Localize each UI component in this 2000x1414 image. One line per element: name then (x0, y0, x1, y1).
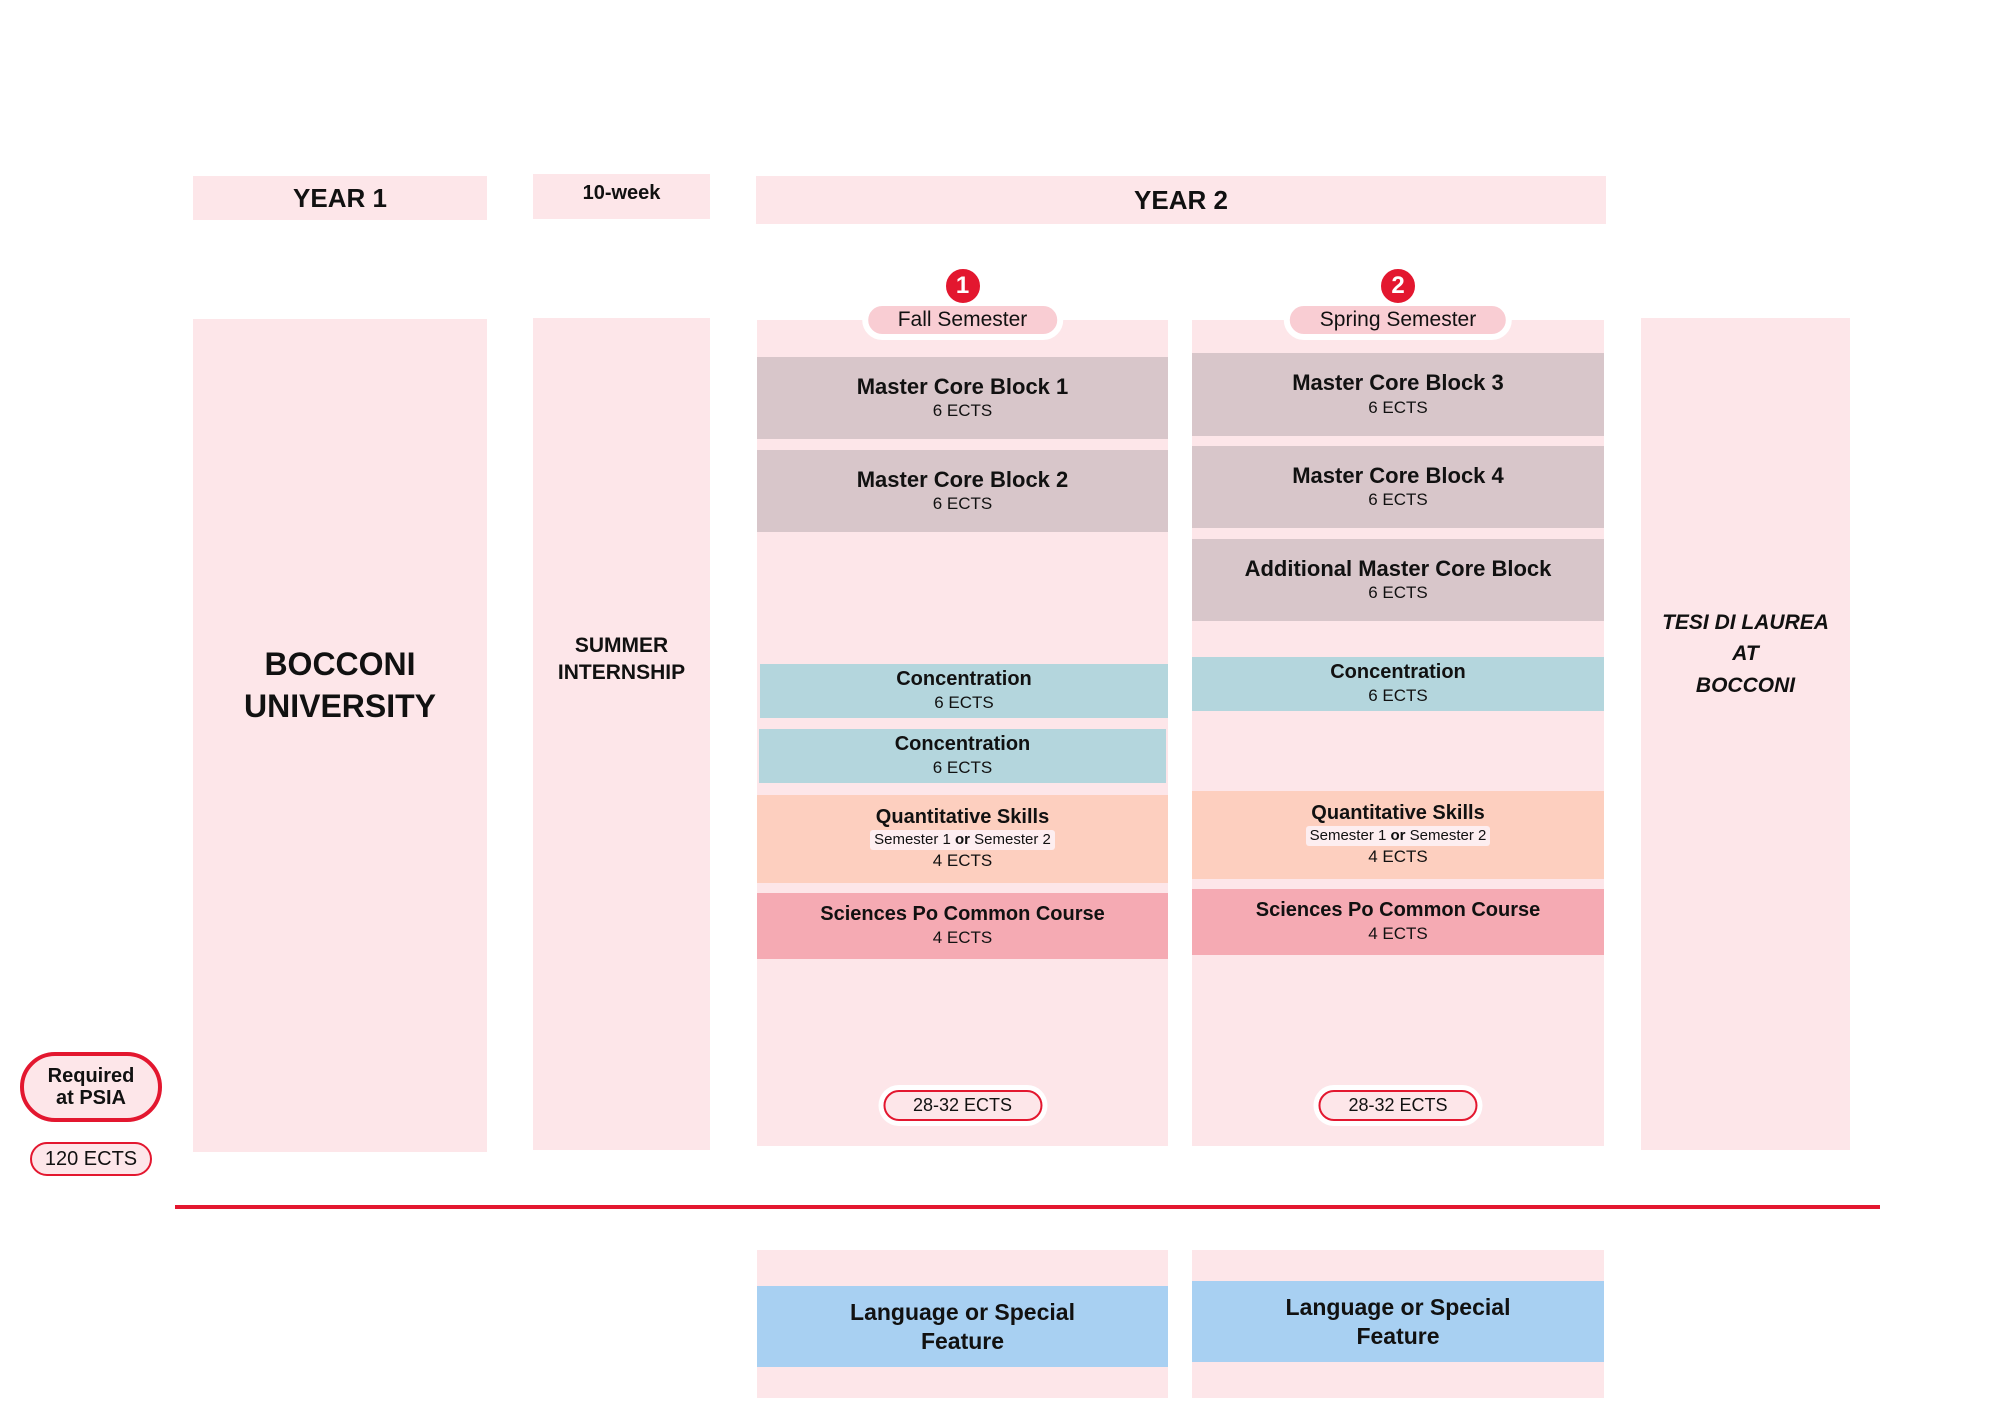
semester-choice-note: Semester 1 or Semester 2 (1305, 826, 1491, 846)
semester-ects-label: 28-32 ECTS (1318, 1090, 1478, 1121)
required-line2: at PSIA (55, 1087, 127, 1109)
block-title: Sciences Po Common Course (820, 903, 1105, 926)
block-ects: 4 ECTS (932, 850, 993, 870)
block-ects: 6 ECTS (932, 401, 993, 421)
note-or: or (1390, 827, 1406, 845)
thesis-column: TESI DI LAUREA AT BOCCONI (1641, 318, 1850, 1150)
block-title: Concentration (894, 733, 1031, 756)
semester-choice-note: Semester 1 or Semester 2 (870, 830, 1055, 850)
divider-line (175, 1205, 1880, 1209)
language-special-feature-block: Language or Special Feature (757, 1286, 1168, 1367)
block-ects: 6 ECTS (1368, 583, 1428, 603)
block-title: Concentration (1330, 661, 1466, 684)
note-or: or (955, 831, 970, 849)
fall-extra-column: Language or Special Feature (757, 1250, 1168, 1398)
block-ects: 4 ECTS (1368, 924, 1428, 944)
course-block-core: Additional Master Core Block 6 ECTS (1192, 539, 1604, 621)
block-title: Master Core Block 4 (1292, 462, 1504, 488)
semester-label: Fall Semester (861, 300, 1064, 340)
note-option-b: Semester 2 (1409, 827, 1487, 845)
internship-column: SUMMER INTERNSHIP (533, 318, 710, 1150)
required-at-psia-badge: Required at PSIA (20, 1052, 162, 1122)
block-title: Language or Special Feature (850, 1298, 1075, 1354)
internship-line2: INTERNSHIP (557, 661, 686, 684)
course-block-core: Master Core Block 3 6 ECTS (1192, 353, 1604, 436)
semester-number-badge: 2 (1378, 266, 1418, 306)
spring-extra-column: Language or Special Feature (1192, 1250, 1604, 1398)
course-block-core: Master Core Block 2 6 ECTS (757, 450, 1168, 532)
year1-header: YEAR 1 (193, 176, 487, 220)
required-line1: Required (47, 1065, 135, 1087)
year2-header: YEAR 2 (756, 176, 1606, 224)
internship-duration-header: 10-week (533, 174, 710, 219)
course-block-concentration: Concentration 6 ECTS (760, 664, 1168, 718)
course-block-concentration: Concentration 6 ECTS (1192, 657, 1604, 711)
block-ects: 6 ECTS (932, 758, 993, 778)
note-option-b: Semester 2 (974, 831, 1051, 849)
bocconi-line2: UNIVERSITY (243, 687, 437, 724)
thesis-line2: AT (1732, 642, 1759, 666)
course-block-common: Sciences Po Common Course 4 ECTS (1192, 889, 1604, 955)
block-ects: 6 ECTS (932, 494, 993, 514)
block-title: Master Core Block 3 (1292, 370, 1504, 396)
bocconi-column: BOCCONI UNIVERSITY (193, 319, 487, 1152)
course-block-core: Master Core Block 1 6 ECTS (757, 357, 1168, 439)
fall-semester-column: 1 Fall Semester Master Core Block 1 6 EC… (757, 266, 1168, 1146)
block-title: Concentration (896, 668, 1032, 691)
block-title: Master Core Block 2 (856, 466, 1069, 492)
semester-label: Spring Semester (1283, 300, 1513, 340)
course-block-quantitative: Quantitative Skills Semester 1 or Semest… (757, 795, 1168, 883)
note-option-a: Semester 1 (874, 831, 951, 849)
course-block-quantitative: Quantitative Skills Semester 1 or Semest… (1192, 791, 1604, 879)
internship-duration-label: 10-week (582, 182, 661, 204)
year1-label: YEAR 1 (293, 182, 387, 213)
block-title: Quantitative Skills (1311, 802, 1485, 825)
block-ects: 6 ECTS (1368, 686, 1428, 706)
semester-ects-label: 28-32 ECTS (882, 1090, 1043, 1121)
block-title: Language or Special Feature (1285, 1293, 1511, 1349)
total-ects-badge: 120 ECTS (30, 1142, 152, 1176)
semester-number-badge: 1 (942, 266, 983, 306)
language-special-feature-block: Language or Special Feature (1192, 1281, 1604, 1362)
course-block-concentration: Concentration 6 ECTS (759, 729, 1166, 783)
thesis-line1: TESI DI LAUREA (1662, 610, 1829, 634)
block-ects: 4 ECTS (932, 928, 993, 948)
bocconi-line1: BOCCONI (264, 645, 416, 682)
semester-ects-total: 28-32 ECTS (877, 1085, 1048, 1126)
total-ects-label: 120 ECTS (44, 1147, 138, 1170)
semester-ects-total: 28-32 ECTS (1313, 1085, 1483, 1126)
block-title: Quantitative Skills (875, 806, 1050, 829)
block-title: Master Core Block 1 (856, 373, 1069, 399)
course-block-common: Sciences Po Common Course 4 ECTS (757, 893, 1168, 959)
course-block-core: Master Core Block 4 6 ECTS (1192, 446, 1604, 528)
block-ects: 6 ECTS (1368, 490, 1428, 510)
block-title: Additional Master Core Block (1244, 555, 1552, 581)
block-ects: 6 ECTS (934, 693, 994, 713)
spring-semester-column: 2 Spring Semester Master Core Block 3 6 … (1192, 266, 1604, 1146)
year2-label: YEAR 2 (1134, 184, 1228, 215)
block-ects: 6 ECTS (1368, 397, 1428, 417)
note-option-a: Semester 1 (1309, 827, 1387, 845)
thesis-line3: BOCCONI (1695, 673, 1796, 697)
block-ects: 4 ECTS (1368, 846, 1428, 866)
internship-line1: SUMMER (574, 633, 669, 657)
block-title: Sciences Po Common Course (1255, 899, 1541, 922)
